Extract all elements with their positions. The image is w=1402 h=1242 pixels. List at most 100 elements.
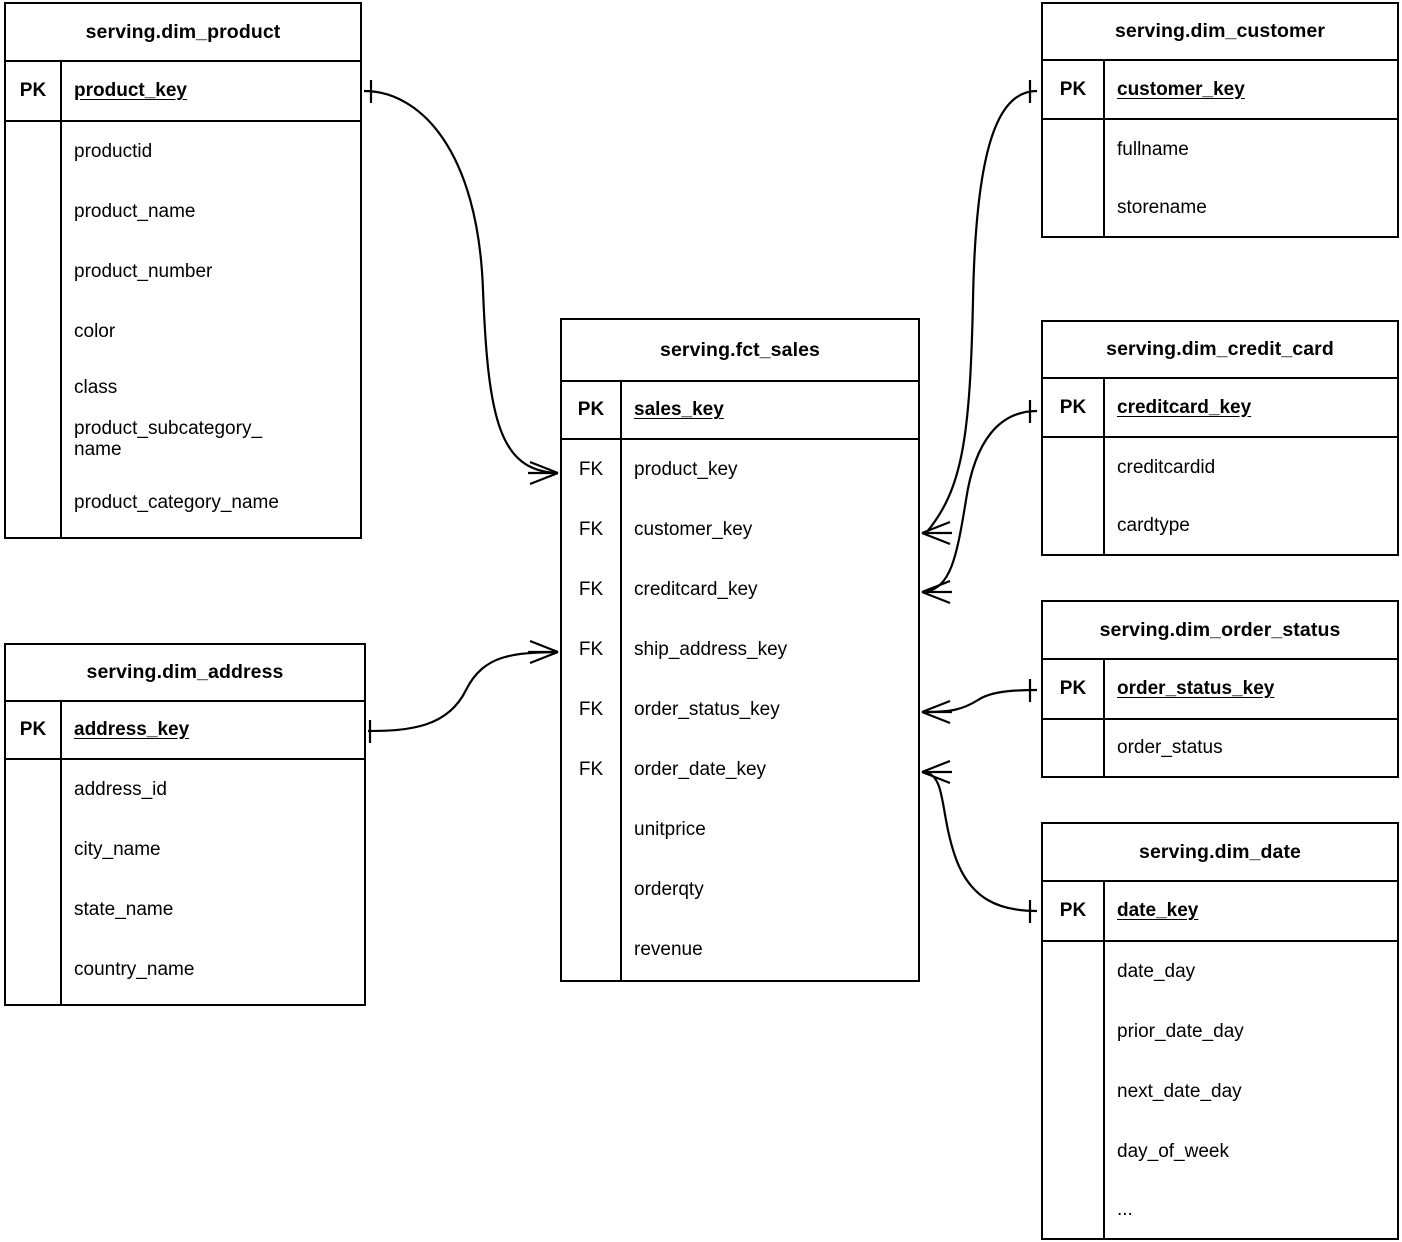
attribute-row: ship_address_key (634, 639, 788, 661)
pk-column-label-dim-order-status: order_status_key (1117, 678, 1275, 699)
attribute-row: orderqty (634, 879, 704, 901)
pk-badge-fct-sales: PK (562, 382, 622, 438)
attributes-gutter-dim-address (6, 760, 62, 1004)
relationship-line-date (925, 770, 1038, 913)
pk-column-label-fct-sales: sales_key (634, 399, 724, 421)
attribute-row: order_status (1117, 737, 1223, 759)
pk-badge-dim-order-status: PK (1043, 660, 1105, 718)
relationship-line-product (363, 89, 557, 475)
attribute-row: ... (1117, 1199, 1133, 1221)
pk-badge-dim-customer: PK (1043, 61, 1105, 118)
attributes-list-dim-order-status: order_status (1105, 720, 1397, 776)
fk-badge (562, 860, 620, 920)
entity-title-dim-address: serving.dim_address (6, 645, 364, 702)
attributes-dim-order-status: order_status (1043, 720, 1397, 776)
relationship-line-creditcard (925, 409, 1038, 594)
attributes-dim-credit-card: creditcardid cardtype (1043, 438, 1397, 554)
fk-badge: FK (578, 759, 604, 780)
fk-badge: FK (578, 519, 604, 540)
pk-column-dim-address: address_key (62, 702, 364, 758)
attributes-gutter-dim-order-status (1043, 720, 1105, 776)
pk-row-dim-credit-card: PK creditcard_key (1043, 379, 1397, 438)
relationship-line-customer (925, 89, 1038, 534)
attributes-fct-sales: FK FK FK FK FK FK product_key customer_k… (562, 440, 918, 980)
attribute-row: city_name (74, 839, 161, 861)
relationship-product (363, 80, 559, 486)
relationship-line-address (367, 650, 557, 733)
pk-row-dim-product: PK product_key (6, 62, 360, 122)
entity-dim-date[interactable]: serving.dim_date PK date_key date_day pr… (1041, 822, 1399, 1240)
attribute-row: productid (74, 141, 153, 163)
attributes-gutter-fct-sales: FK FK FK FK FK FK (562, 440, 622, 980)
attribute-row: day_of_week (1117, 1141, 1229, 1163)
relationship-creditcard (921, 400, 1038, 605)
attributes-list-dim-date: date_day prior_date_day next_date_day da… (1105, 942, 1397, 1238)
attributes-dim-customer: fullname storename (1043, 120, 1397, 236)
crow-foot-address (528, 639, 559, 665)
entity-title-dim-credit-card: serving.dim_credit_card (1043, 322, 1397, 380)
pk-column-dim-product: product_key (62, 62, 360, 120)
pk-badge-dim-credit-card: PK (1043, 379, 1105, 436)
attributes-dim-date: date_day prior_date_day next_date_day da… (1043, 942, 1397, 1238)
attributes-list-dim-product: productid product_name product_number co… (62, 122, 360, 537)
attributes-gutter-dim-credit-card (1043, 438, 1105, 554)
relationship-customer (921, 80, 1038, 546)
relationship-date (921, 759, 1038, 923)
attribute-row: customer_key (634, 519, 753, 541)
attribute-row: order_status_key (634, 699, 780, 721)
attribute-row: creditcardid (1117, 457, 1216, 479)
entity-title-fct-sales: serving.fct_sales (562, 320, 918, 383)
pk-row-dim-date: PK date_key (1043, 882, 1397, 942)
attribute-row: color (74, 321, 116, 343)
attributes-list-dim-customer: fullname storename (1105, 120, 1397, 236)
entity-dim-credit-card[interactable]: serving.dim_credit_card PK creditcard_ke… (1041, 320, 1399, 556)
attribute-row: prior_date_day (1117, 1021, 1244, 1043)
crow-foot-date (921, 759, 952, 785)
fk-badge (562, 920, 620, 980)
pk-column-label-dim-product: product_key (74, 80, 187, 101)
fk-badge: FK (578, 699, 604, 720)
pk-row-fct-sales: PK sales_key (562, 382, 918, 440)
entity-dim-product[interactable]: serving.dim_product PK product_key produ… (4, 2, 362, 539)
crow-foot-creditcard (921, 579, 952, 605)
pk-badge-dim-date: PK (1043, 882, 1105, 940)
entity-dim-order-status[interactable]: serving.dim_order_status PK order_status… (1041, 600, 1399, 778)
fk-badge: FK (578, 459, 604, 480)
attribute-row: state_name (74, 899, 174, 921)
relationship-order-status (921, 679, 1038, 725)
fk-badge (562, 800, 620, 860)
entity-title-dim-order-status: serving.dim_order_status (1043, 602, 1397, 660)
crow-foot-order-status (921, 699, 952, 725)
attribute-row: product_name (74, 201, 196, 223)
fk-badge: FK (578, 639, 604, 660)
crow-foot-product (528, 460, 559, 486)
pk-column-dim-credit-card: creditcard_key (1105, 379, 1397, 436)
attribute-row: product_number (74, 261, 213, 283)
entity-fct-sales[interactable]: serving.fct_sales PK sales_key FK FK FK … (560, 318, 920, 982)
entity-dim-address[interactable]: serving.dim_address PK address_key addre… (4, 643, 366, 1006)
attributes-list-dim-address: address_id city_name state_name country_… (62, 760, 364, 1004)
entity-title-dim-date: serving.dim_date (1043, 824, 1397, 882)
attribute-row: cardtype (1117, 515, 1190, 537)
attribute-row: country_name (74, 959, 195, 981)
pk-column-label-dim-credit-card: creditcard_key (1117, 396, 1252, 418)
attribute-row: class (74, 377, 118, 399)
pk-column-label-dim-customer: customer_key (1117, 78, 1245, 100)
entity-dim-customer[interactable]: serving.dim_customer PK customer_key ful… (1041, 2, 1399, 238)
entity-title-dim-customer: serving.dim_customer (1043, 4, 1397, 62)
attribute-row: next_date_day (1117, 1081, 1242, 1103)
attribute-row: product_category_name (74, 492, 279, 514)
pk-column-fct-sales: sales_key (622, 382, 918, 438)
attribute-row: order_date_key (634, 759, 767, 781)
attributes-gutter-dim-customer (1043, 120, 1105, 236)
attribute-row: address_id (74, 779, 167, 801)
entity-title-dim-product: serving.dim_product (6, 4, 360, 62)
pk-column-dim-order-status: order_status_key (1105, 660, 1397, 718)
attributes-gutter-dim-date (1043, 942, 1105, 1238)
attribute-row: revenue (634, 939, 703, 961)
attributes-dim-product: productid product_name product_number co… (6, 122, 360, 537)
pk-badge-dim-address: PK (6, 702, 62, 758)
attribute-row: fullname (1117, 139, 1189, 161)
relationship-address (367, 639, 559, 743)
